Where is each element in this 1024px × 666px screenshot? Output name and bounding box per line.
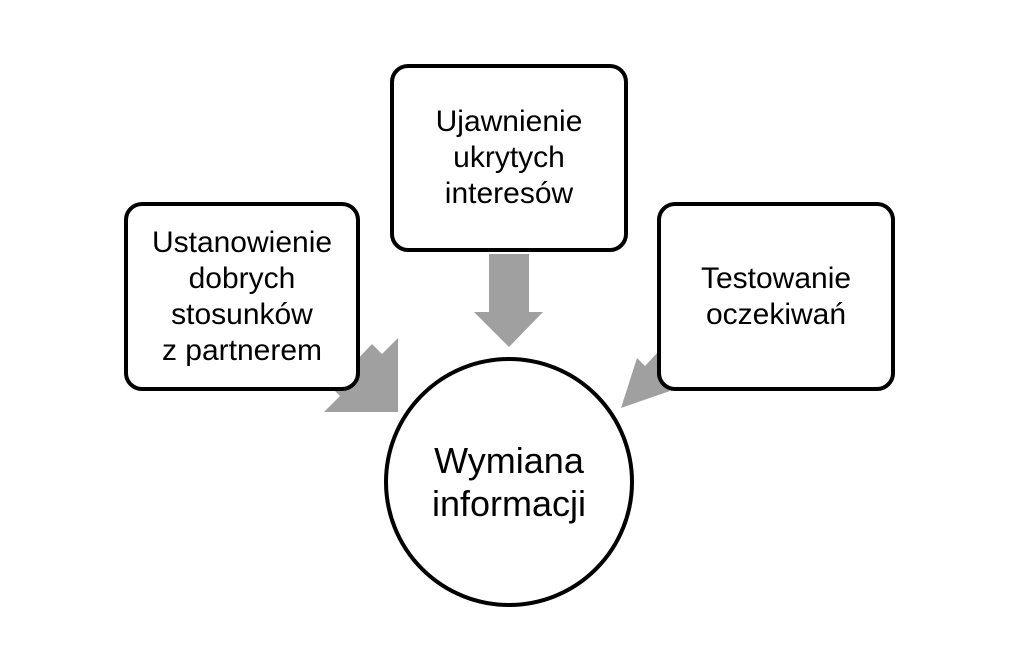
arrow-left-to-center [324, 338, 398, 412]
node-building-relationship: Ustanowienie dobrych stosunków z partner… [124, 202, 360, 391]
node-revealing-hidden-interests: Ujawnienie ukrytych interesów [390, 64, 628, 252]
arrow-top-to-center [474, 254, 543, 347]
center-information-exchange: Wymiana informacji [384, 357, 634, 607]
node-testing-expectations: Testowanie oczekiwań [657, 202, 895, 391]
